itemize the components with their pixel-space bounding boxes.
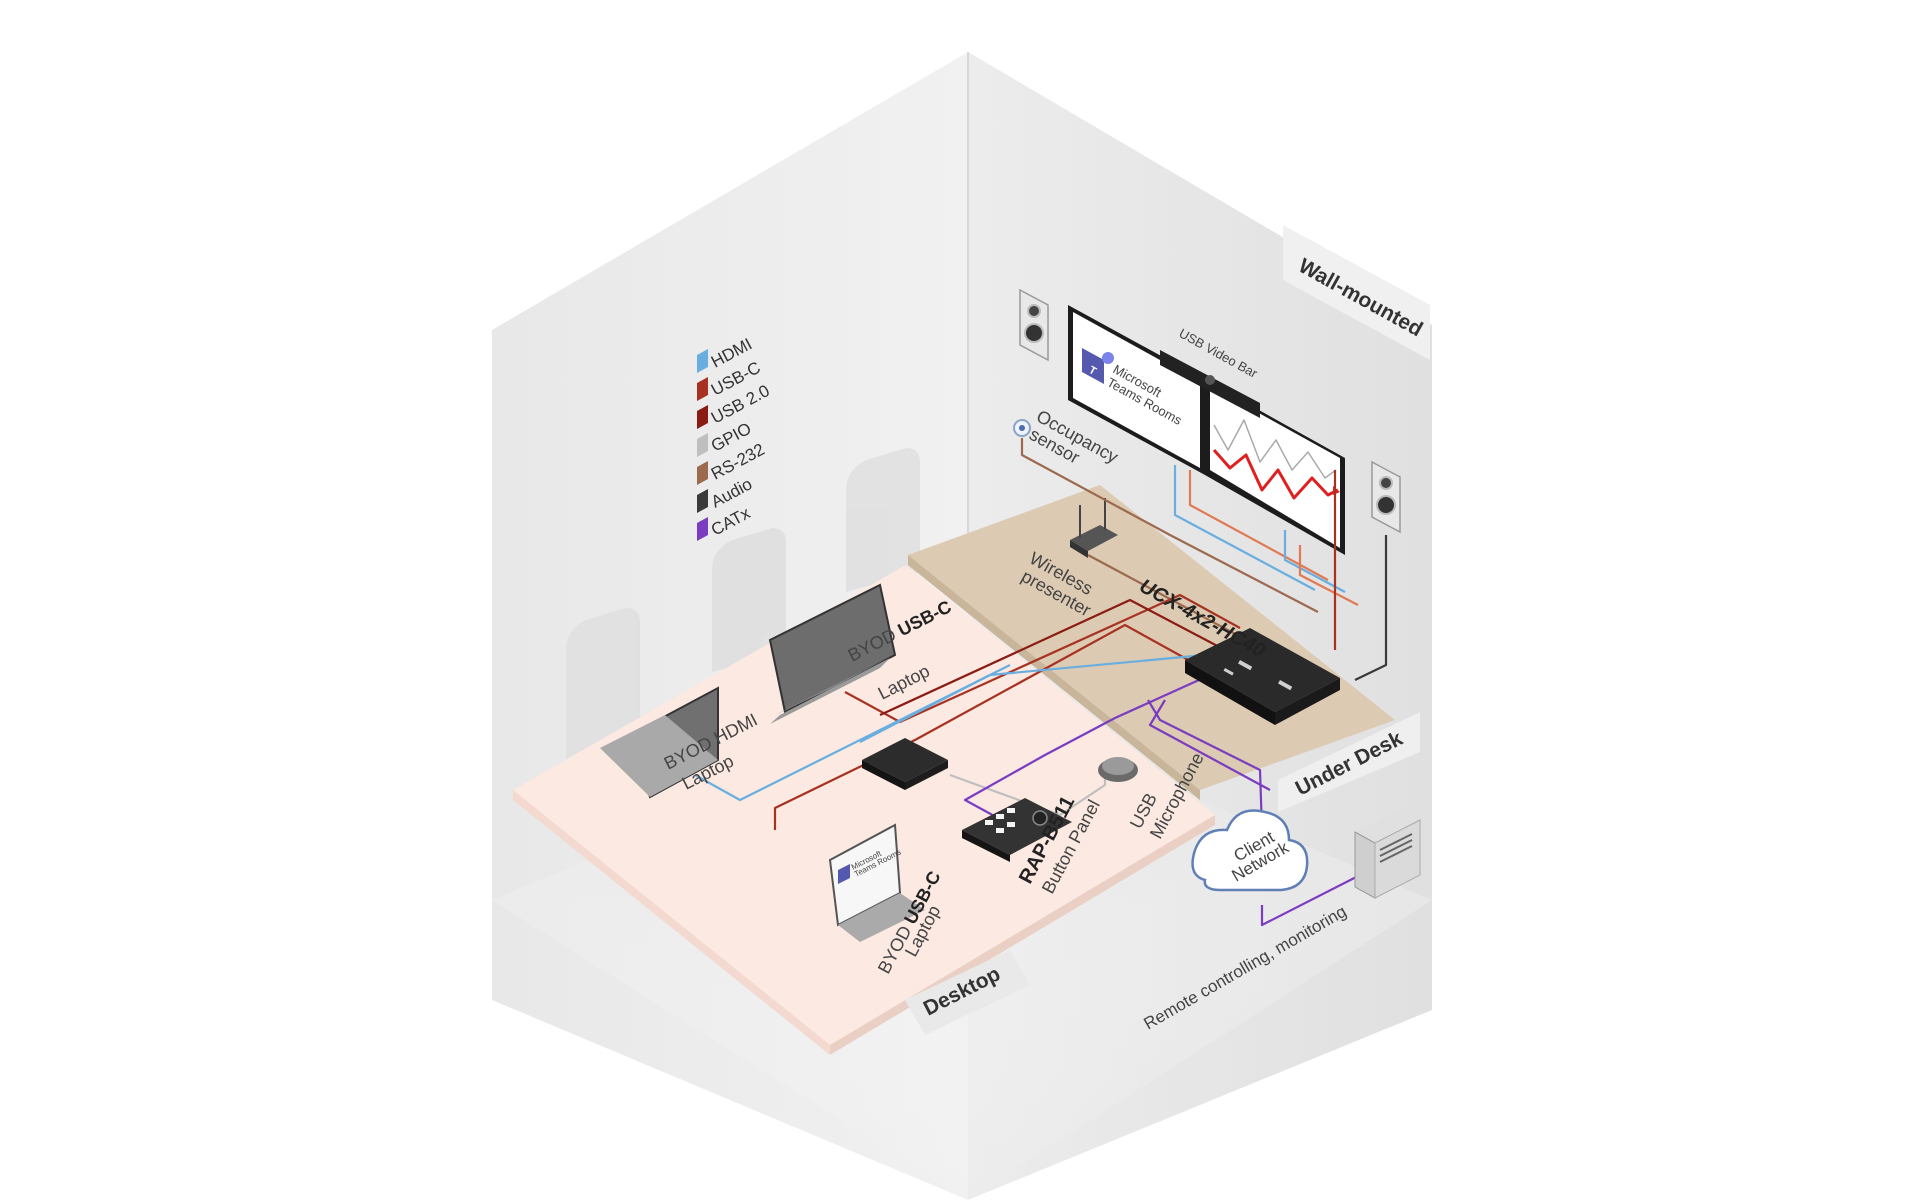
av-room-diagram: HDMIUSB-CUSB 2.0GPIORS-232AudioCATx Unde… bbox=[0, 0, 1920, 1200]
